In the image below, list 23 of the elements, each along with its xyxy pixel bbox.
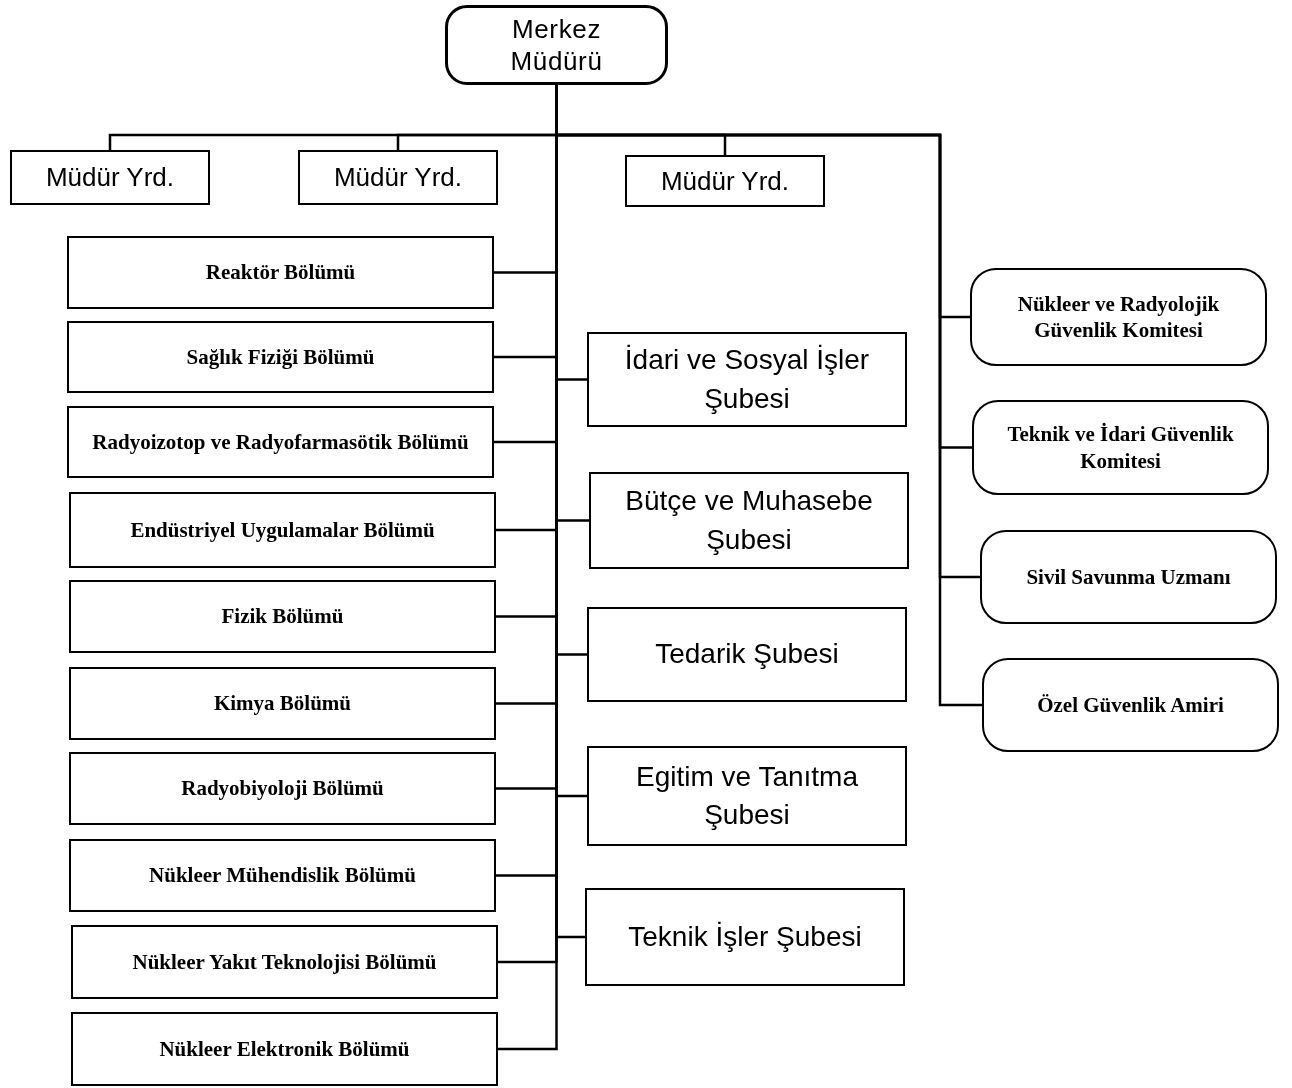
- unit-box: Sağlık Fiziği Bölümü: [67, 321, 494, 393]
- unit-box: Teknik İşler Şubesi: [585, 888, 905, 986]
- unit-box: Endüstriyel Uygulamalar Bölümü: [69, 492, 496, 568]
- unit-box: İdari ve Sosyal İşler Şubesi: [587, 332, 907, 427]
- unit-box: Reaktör Bölümü: [67, 236, 494, 309]
- unit-box: Fizik Bölümü: [69, 580, 496, 653]
- unit-box: Nükleer Yakıt Teknolojisi Bölümü: [71, 925, 498, 999]
- unit-box: Egitim ve Tanıtma Şubesi: [587, 746, 907, 846]
- unit-box: Radyobiyoloji Bölümü: [69, 752, 496, 825]
- unit-box: Kimya Bölümü: [69, 667, 496, 740]
- director-box: Merkez Müdürü: [445, 5, 668, 85]
- unit-box: Müdür Yrd.: [298, 150, 498, 205]
- unit-box: Müdür Yrd.: [625, 155, 825, 207]
- unit-box: Nükleer Mühendislik Bölümü: [69, 839, 496, 912]
- unit-box: Nükleer Elektronik Bölümü: [71, 1012, 498, 1086]
- unit-box: Teknik ve İdari Güvenlik Komitesi: [972, 400, 1269, 495]
- unit-box: Nükleer ve Radyolojik Güvenlik Komitesi: [970, 268, 1267, 366]
- unit-box: Bütçe ve Muhasebe Şubesi: [589, 472, 909, 569]
- unit-box: Özel Güvenlik Amiri: [982, 658, 1279, 752]
- unit-box: Müdür Yrd.: [10, 150, 210, 205]
- unit-box: Tedarik Şubesi: [587, 607, 907, 702]
- unit-box: Radyoizotop ve Radyofarmasötik Bölümü: [67, 406, 494, 478]
- unit-box: Sivil Savunma Uzmanı: [980, 530, 1277, 624]
